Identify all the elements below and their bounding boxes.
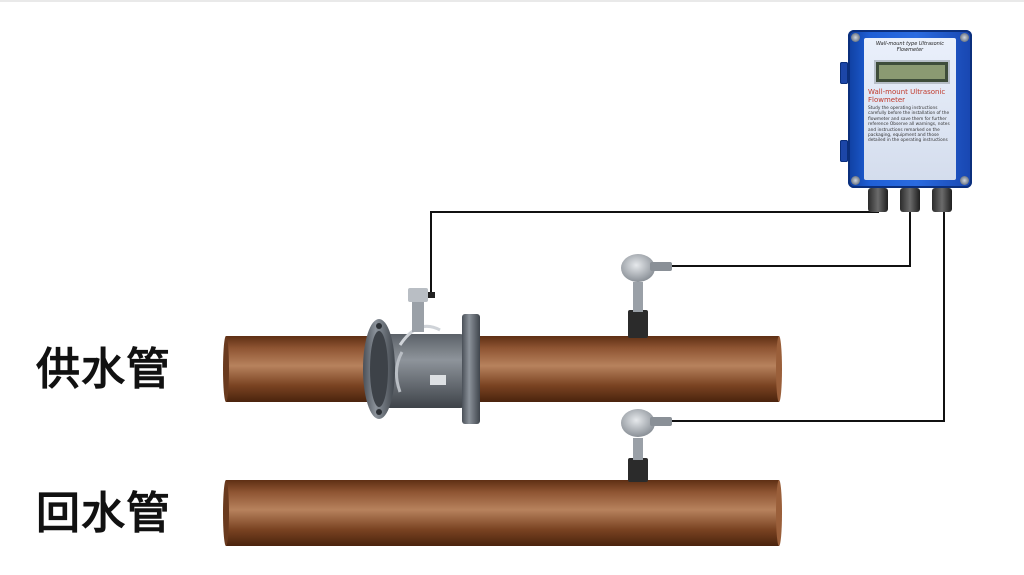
wall-mount-flowmeter: Wall-mount type Ultrasonic Flowmeter Wal… (848, 30, 972, 188)
flow-sensor (363, 288, 480, 424)
flowmeter-notice: Study the operating instructions careful… (868, 106, 950, 144)
cable-gland (900, 188, 920, 212)
top-border-line (0, 0, 1024, 2)
hinge-icon (840, 140, 848, 162)
return-pipe-label: 回水管 (36, 488, 171, 539)
supply-pipe (223, 336, 782, 402)
cable-gland (932, 188, 952, 212)
screw-icon (851, 33, 860, 42)
cable-gland (868, 188, 888, 212)
flow-sensor-cable (430, 205, 879, 298)
screw-icon (851, 176, 860, 185)
supply-temp-cable (672, 205, 911, 267)
return-temp-sensor (621, 409, 672, 482)
return-temp-cable (672, 205, 945, 422)
screw-icon (960, 176, 969, 185)
flowmeter-title: Wall-mount type Ultrasonic Flowmeter (876, 41, 944, 53)
flowmeter-heading: Wall-mount Ultrasonic Flowmeter (868, 88, 946, 104)
lcd-display (874, 60, 950, 84)
supply-pipe-label: 供水管 (36, 344, 171, 395)
hinge-icon (840, 62, 848, 84)
screw-icon (960, 33, 969, 42)
flowmeter-faceplate: Wall-mount type Ultrasonic Flowmeter Wal… (864, 38, 956, 180)
supply-temp-sensor (621, 254, 672, 338)
return-pipe (223, 480, 782, 546)
